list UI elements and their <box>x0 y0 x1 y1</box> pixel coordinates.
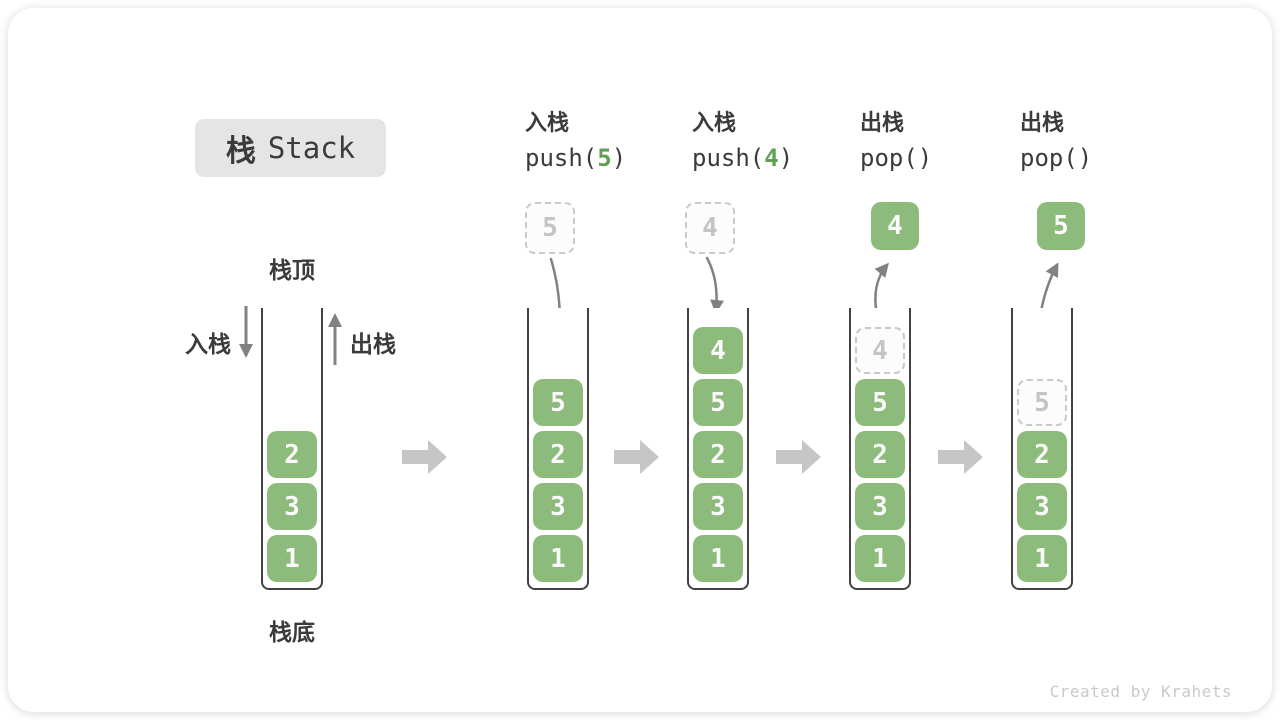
popped-element: 5 <box>1037 202 1085 250</box>
incoming-element: 4 <box>685 202 735 254</box>
stack-element: 3 <box>533 483 583 530</box>
step-arrow-icon <box>938 440 983 474</box>
step-arrow-icon <box>614 440 659 474</box>
stack-after-push-4-op-label: 入栈 push(4) <box>692 108 793 173</box>
op-label-code: push(5) <box>525 143 626 173</box>
stack-element: 3 <box>693 483 743 530</box>
push-4-motion-arrow <box>705 256 725 314</box>
stack-element: 2 <box>533 431 583 478</box>
op-code-pre: push( <box>525 144 598 172</box>
op-label-code: pop() <box>860 143 932 173</box>
incoming-element: 5 <box>525 202 575 254</box>
op-label-code: pop() <box>1020 143 1092 173</box>
op-label-cjk: 入栈 <box>692 110 737 135</box>
stack-element: 1 <box>855 535 905 582</box>
stack-element: 1 <box>533 535 583 582</box>
op-code-pre: pop() <box>1020 144 1093 172</box>
popped-slot-ghost: 4 <box>855 327 905 374</box>
op-code-arg: 4 <box>764 144 779 172</box>
title-latin: Stack <box>267 131 356 165</box>
op-code-pre: pop() <box>860 144 933 172</box>
push-side-label: 入栈 <box>185 331 231 357</box>
stack-element: 1 <box>267 535 317 582</box>
stack-after-pop-5-op-label: 出栈 pop() <box>1020 108 1092 173</box>
stack-element: 3 <box>1017 483 1067 530</box>
stack-element: 3 <box>855 483 905 530</box>
op-label-cjk: 出栈 <box>860 110 905 135</box>
op-code-arg: 5 <box>597 144 612 172</box>
title-cjk: 栈 <box>225 135 256 168</box>
stack-element: 4 <box>693 327 743 374</box>
step-arrow-icon <box>776 440 821 474</box>
stack-element: 5 <box>693 379 743 426</box>
op-label-code: push(4) <box>692 143 793 173</box>
credit-text: Created by Krahets <box>1049 682 1232 701</box>
title-box: 栈 Stack <box>195 119 386 177</box>
stack-element: 3 <box>267 483 317 530</box>
stack-after-pop-4-op-label: 出栈 pop() <box>860 108 932 173</box>
op-code-post: ) <box>778 144 794 172</box>
stack-element: 1 <box>693 535 743 582</box>
stack-top-label: 栈顶 <box>269 257 315 283</box>
op-label-cjk: 出栈 <box>1020 110 1065 135</box>
popped-slot-ghost: 5 <box>1017 379 1067 426</box>
diagram-card: 栈 Stack 栈顶 栈底 入栈 出栈 2 3 <box>8 8 1272 712</box>
popped-element: 4 <box>871 202 919 250</box>
stack-element: 2 <box>693 431 743 478</box>
stack-element: 5 <box>855 379 905 426</box>
op-code-post: ) <box>611 144 627 172</box>
stack-element: 1 <box>1017 535 1067 582</box>
pop-side-label: 出栈 <box>350 331 396 357</box>
stack-element: 2 <box>1017 431 1067 478</box>
op-label-cjk: 入栈 <box>525 110 570 135</box>
stack-after-push-5-op-label: 入栈 push(5) <box>525 108 626 173</box>
stack-element: 2 <box>855 431 905 478</box>
stack-element: 2 <box>267 431 317 478</box>
stack-element: 5 <box>533 379 583 426</box>
op-code-pre: push( <box>692 144 765 172</box>
stack-bottom-label: 栈底 <box>269 619 315 645</box>
step-arrow-icon <box>402 440 447 474</box>
